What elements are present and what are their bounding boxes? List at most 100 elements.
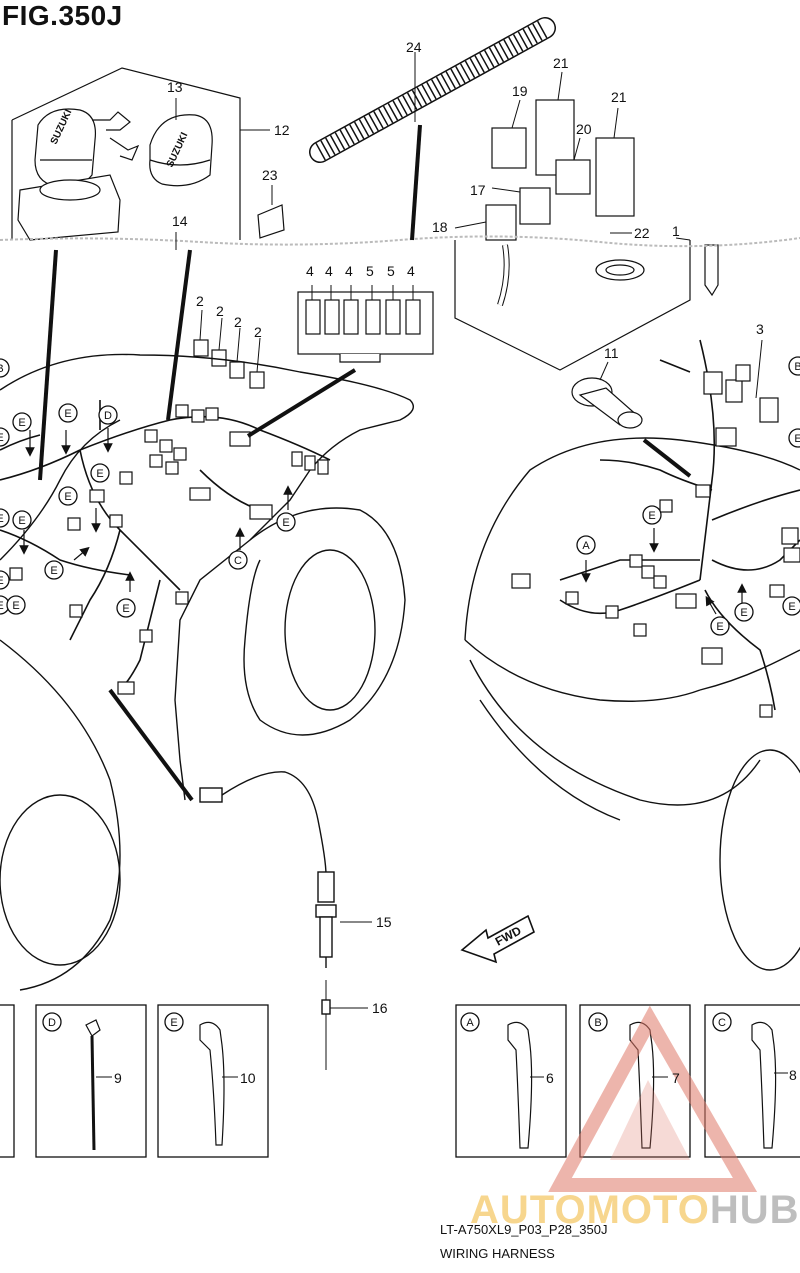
part-label-5: 5 (366, 263, 374, 279)
part-label-5: 5 (387, 263, 395, 279)
part-label-10: 10 (240, 1070, 256, 1086)
part-23-plate (257, 204, 285, 239)
clamp-leaders (96, 1072, 788, 1078)
callout-e: E (782, 596, 800, 616)
svg-text:E: E (64, 491, 71, 503)
callout-a: A (460, 1012, 480, 1032)
part-label-17: 17 (470, 182, 486, 198)
part-label-9: 9 (114, 1070, 122, 1086)
svg-text:E: E (282, 517, 289, 529)
part-label-2: 2 (196, 293, 204, 309)
svg-text:E: E (50, 565, 57, 577)
callout-e: E (0, 570, 10, 590)
svg-text:D: D (48, 1017, 56, 1029)
callout-e: E (788, 428, 800, 448)
tear-line (0, 235, 800, 248)
svg-text:E: E (0, 600, 4, 612)
pointer-lines (38, 124, 692, 802)
callout-e: E (0, 508, 10, 528)
svg-text:C: C (234, 555, 242, 567)
callout-e: E (0, 427, 10, 447)
callout-e: E (44, 560, 64, 580)
svg-text:E: E (716, 621, 723, 633)
diagram-code: LT-A750XL9_P03_P28_350J (440, 1222, 608, 1237)
part-labels: 1 2 2 2 2 3 4 4 4 5 5 4 6 7 8 9 10 11 12… (114, 39, 797, 1086)
power-socket (571, 377, 643, 429)
svg-text:E: E (788, 601, 795, 613)
part-label-12: 12 (274, 122, 290, 138)
callout-d: D (98, 405, 118, 425)
part-label-11: 11 (604, 345, 619, 361)
svg-text:B: B (794, 361, 800, 373)
part-label-21: 21 (553, 55, 569, 71)
svg-text:E: E (96, 468, 103, 480)
callout-e: E (12, 510, 32, 530)
svg-text:E: E (0, 432, 4, 444)
part-label-24: 24 (406, 39, 422, 55)
svg-text:E: E (170, 1017, 177, 1029)
watermark-text: AUTOMOTOHUB (470, 1188, 800, 1232)
part-label-21: 21 (611, 89, 627, 105)
svg-text:D: D (104, 410, 112, 422)
leader-lines (175, 52, 763, 1009)
oxygen-sensor (199, 771, 337, 1070)
corrugated-tube (309, 17, 556, 163)
relay-box-group (454, 99, 719, 371)
callout-e: E (116, 598, 136, 618)
part-label-1: 1 (672, 223, 680, 239)
svg-text:E: E (794, 433, 800, 445)
callout-c: C (228, 550, 248, 570)
part-label-4: 4 (306, 263, 314, 279)
clamp-drawings (85, 1019, 777, 1151)
svg-text:E: E (64, 408, 71, 420)
part-label-15: 15 (376, 914, 392, 930)
callout-b: B (588, 1012, 608, 1032)
part-label-19: 19 (512, 83, 528, 99)
part-label-18: 18 (432, 219, 448, 235)
part-label-20: 20 (576, 121, 592, 137)
svg-text:E: E (0, 513, 4, 525)
callout-b: B (0, 358, 10, 378)
callout-e: E (276, 512, 296, 532)
part-label-6: 6 (546, 1070, 554, 1086)
part-label-4: 4 (407, 263, 415, 279)
atv-rear-body (464, 437, 800, 971)
callout-e: E (642, 505, 662, 525)
svg-text:E: E (122, 603, 129, 615)
callout-d: D (42, 1012, 62, 1032)
fuse-leaders (311, 285, 414, 300)
fuse-box (297, 291, 434, 363)
part-label-2: 2 (216, 303, 224, 319)
part-label-23: 23 (262, 167, 278, 183)
fwd-arrow (460, 914, 535, 964)
part-label-13: 13 (167, 79, 183, 95)
part-label-8: 8 (789, 1067, 797, 1083)
svg-text:E: E (18, 417, 25, 429)
harness-left-connectors (9, 404, 329, 695)
callout-e: E (58, 403, 78, 423)
watermark-logo (548, 1005, 758, 1192)
part-label-22: 22 (634, 225, 650, 241)
relay-set (193, 339, 265, 389)
callout-c: C (712, 1012, 732, 1032)
svg-text:E: E (648, 510, 655, 522)
callout-e: E (58, 486, 78, 506)
atv-front-body (0, 353, 414, 991)
svg-text:E: E (0, 575, 4, 587)
part-label-2: 2 (234, 314, 242, 330)
figure-title: FIG.350J (2, 0, 123, 31)
part-label-4: 4 (345, 263, 353, 279)
svg-text:A: A (582, 540, 590, 552)
part-label-2: 2 (254, 324, 262, 340)
part-label-16: 16 (372, 1000, 388, 1016)
svg-text:E: E (18, 515, 25, 527)
diagram-caption: WIRING HARNESS (440, 1246, 555, 1261)
callout-e: E (164, 1012, 184, 1032)
callout-e: E (90, 463, 110, 483)
callout-e: E (734, 602, 754, 622)
svg-text:A: A (466, 1017, 474, 1029)
callout-e: E (6, 595, 26, 615)
part-label-7: 7 (672, 1070, 680, 1086)
part-label-14: 14 (172, 213, 188, 229)
key-set-group (11, 67, 241, 241)
